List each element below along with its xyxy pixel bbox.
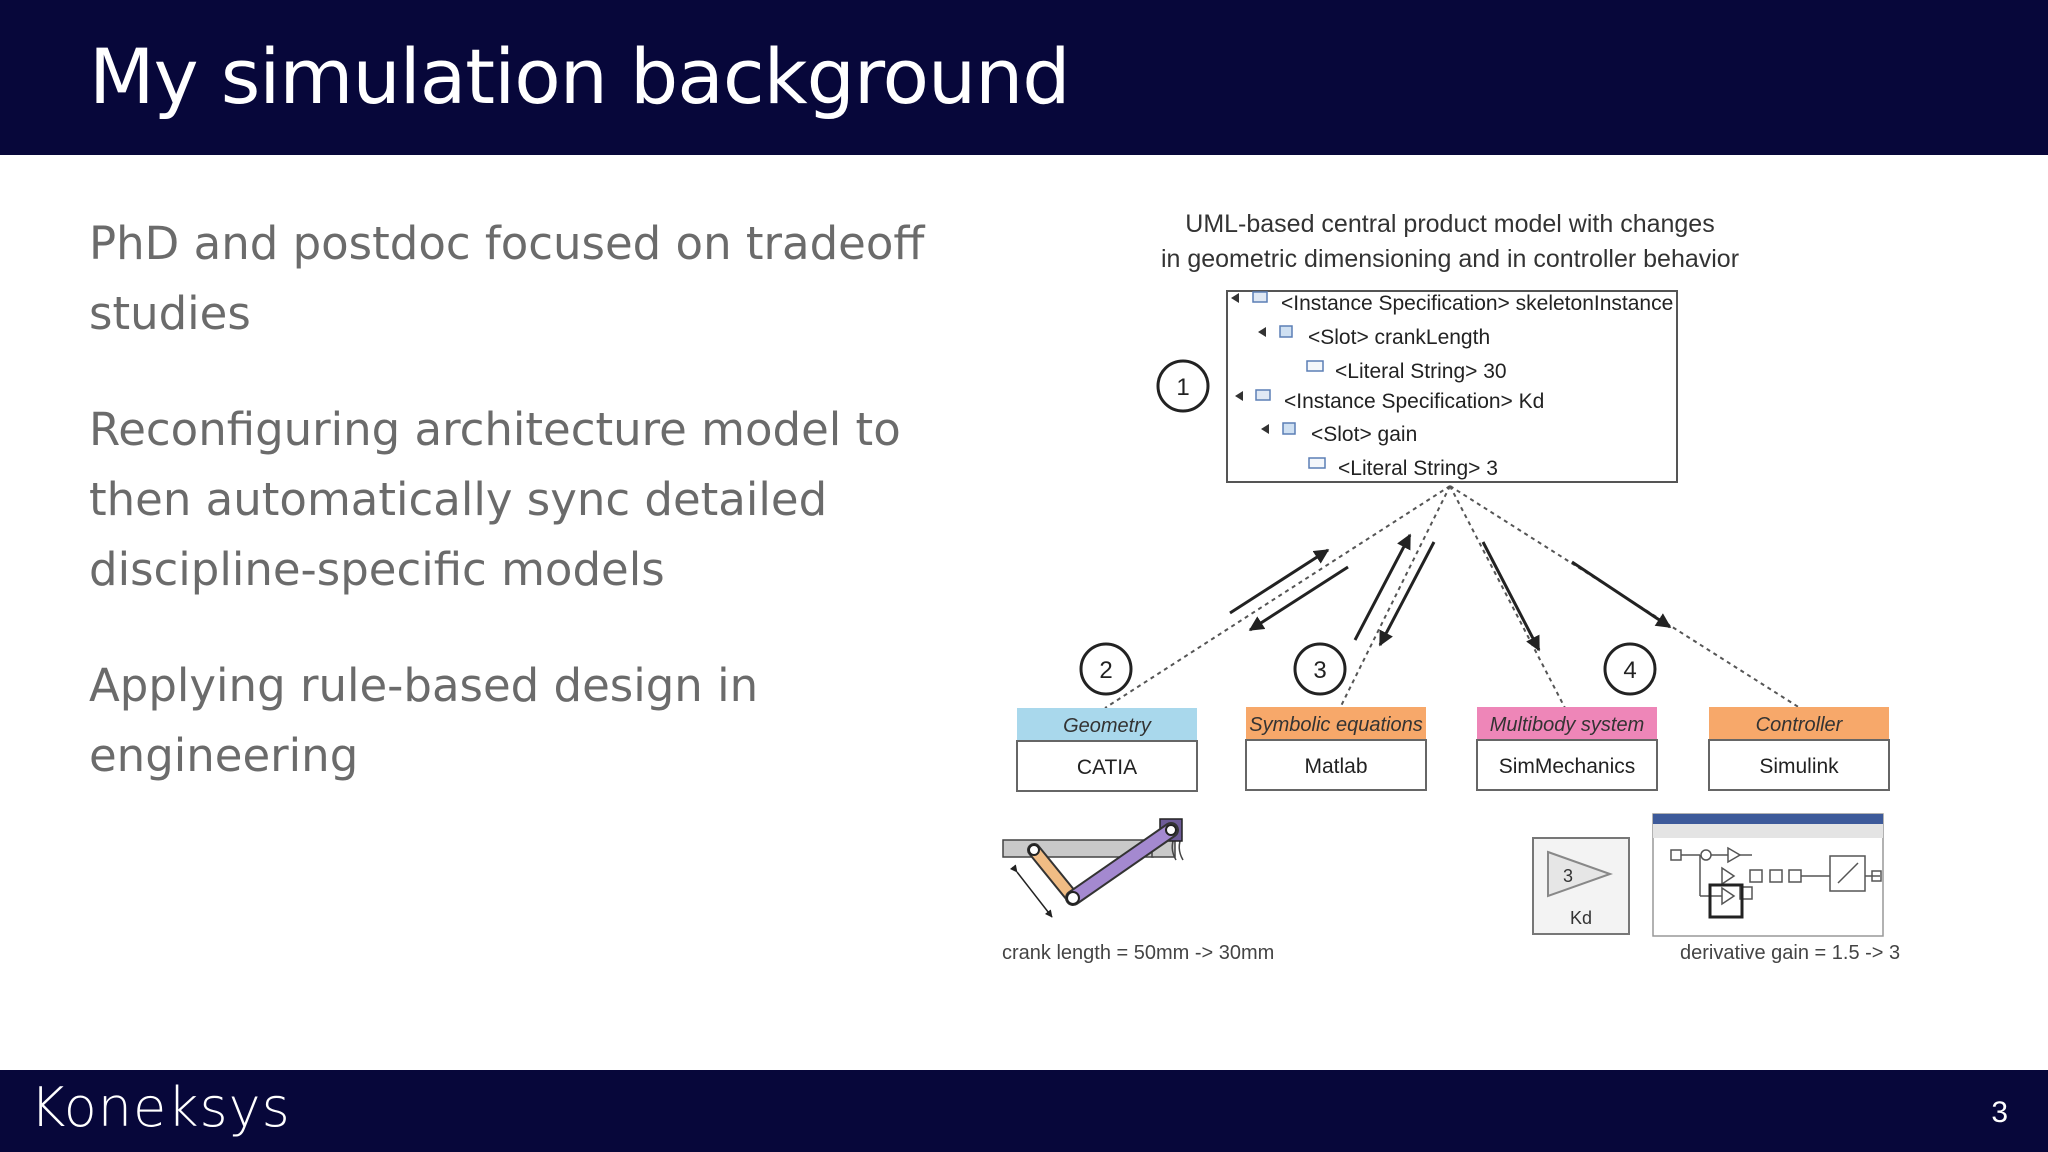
arrow-to-multibody	[1481, 541, 1541, 652]
tree-label: <Instance Specification> Kd	[1284, 390, 1544, 413]
tool-header: Geometry	[1063, 715, 1152, 737]
arrow-to-model-2	[1353, 533, 1412, 641]
step-4-label: 4	[1623, 657, 1636, 684]
slot-icon	[1279, 325, 1293, 338]
bullet-phd: PhD and postdoc focused on tradeoff stud…	[89, 217, 925, 340]
tool-geometry: Geometry CATIA	[1016, 708, 1198, 792]
tool-name: CATIA	[1077, 756, 1137, 779]
step-3-circle	[1293, 642, 1347, 696]
tree-node-instance-kd: <Instance Specification> Kd	[1235, 389, 1544, 413]
gain-block: 3 Kd	[1532, 837, 1630, 935]
step-1-circle	[1156, 359, 1210, 413]
tool-header-bg	[1017, 708, 1197, 741]
bullet-reconfiguring: Reconfiguring architecture model to then…	[89, 403, 901, 596]
tool-header: Symbolic equations	[1249, 714, 1422, 736]
arrow-to-equations	[1378, 541, 1436, 647]
literal-icon	[1308, 457, 1326, 469]
tree-label: <Instance Specification> skeletonInstanc…	[1281, 292, 1673, 315]
title-bar: My simulation background	[0, 0, 2048, 155]
step-2-circle	[1079, 642, 1133, 696]
tree-label: <Literal String> 3	[1338, 457, 1498, 480]
tool-header: Controller	[1756, 714, 1844, 736]
expand-arrow-icon	[1261, 424, 1269, 434]
arrow-to-model-1	[1229, 548, 1330, 615]
tree-node-literal-3: <Literal String> 3	[1308, 457, 1498, 480]
tool-multibody-system: Multibody system SimMechanics	[1476, 707, 1658, 791]
arrow-to-geometry	[1248, 565, 1349, 632]
tool-header: Multibody system	[1490, 714, 1645, 736]
instance-icon	[1252, 291, 1268, 303]
gain-block-label: Kd	[1570, 908, 1592, 928]
crank-caption: crank length = 50mm -> 30mm	[1002, 942, 1274, 964]
tree-node-instance-skeleton: <Instance Specification> skeletonInstanc…	[1231, 291, 1673, 315]
tree-node-slot-cranklength: <Slot> crankLength	[1258, 325, 1490, 349]
page-number: 3	[1991, 1096, 2008, 1129]
crank-mechanism-illustration	[1002, 818, 1184, 918]
tool-name: Simulink	[1759, 755, 1839, 778]
tree-label: <Slot> gain	[1311, 423, 1417, 446]
instance-icon	[1255, 389, 1271, 401]
dotted-connectors	[1104, 485, 1801, 709]
tree-label: <Literal String> 30	[1335, 360, 1507, 383]
step-4-circle	[1603, 642, 1657, 696]
arrow-to-controller	[1571, 560, 1672, 629]
sync-diagram: UML-based central product model with cha…	[1002, 210, 1900, 964]
slide-title: My simulation background	[89, 32, 1071, 121]
tree-node-literal-30: <Literal String> 30	[1306, 360, 1507, 383]
model-tree: <Instance Specification> skeletonInstanc…	[1226, 290, 1678, 483]
step-2-label: 2	[1099, 657, 1112, 684]
diagram-caption-line1: UML-based central product model with cha…	[1185, 210, 1714, 238]
literal-icon	[1306, 360, 1324, 372]
tree-label: <Slot> crankLength	[1308, 326, 1490, 349]
tree-node-slot-gain: <Slot> gain	[1261, 422, 1417, 446]
expand-arrow-icon	[1235, 391, 1243, 401]
expand-arrow-icon	[1258, 327, 1266, 337]
tool-controller: Controller Simulink	[1708, 707, 1890, 791]
step-1-label: 1	[1176, 374, 1189, 401]
tool-header-bg	[1477, 707, 1657, 740]
window-toolbar	[1653, 824, 1883, 838]
tool-header-bg	[1246, 707, 1426, 740]
step-3-label: 3	[1313, 657, 1326, 684]
gain-highlight-box	[1708, 883, 1744, 919]
tool-name: SimMechanics	[1499, 755, 1636, 778]
gain-triangle-icon	[1547, 850, 1613, 898]
diagram-caption-line2: in geometric dimensioning and in control…	[1161, 245, 1739, 273]
step-markers	[1079, 359, 1657, 696]
gain-block-value: 3	[1563, 866, 1573, 886]
tool-name: Matlab	[1304, 755, 1367, 778]
window-titlebar	[1653, 814, 1883, 824]
sync-arrows	[1229, 533, 1672, 652]
footer-bar	[0, 1070, 2048, 1152]
bullet-rule-based: Applying rule-based design in engineerin…	[89, 659, 759, 782]
expand-arrow-icon	[1231, 293, 1239, 303]
simulink-model-thumbnail	[1652, 813, 1884, 937]
slot-icon	[1282, 422, 1296, 435]
tool-symbolic-equations: Symbolic equations Matlab	[1245, 707, 1427, 791]
brand-logo: Koneksys	[30, 1076, 291, 1139]
tool-header-bg	[1709, 707, 1889, 740]
gain-caption: derivative gain = 1.5 -> 3	[1680, 942, 1900, 964]
